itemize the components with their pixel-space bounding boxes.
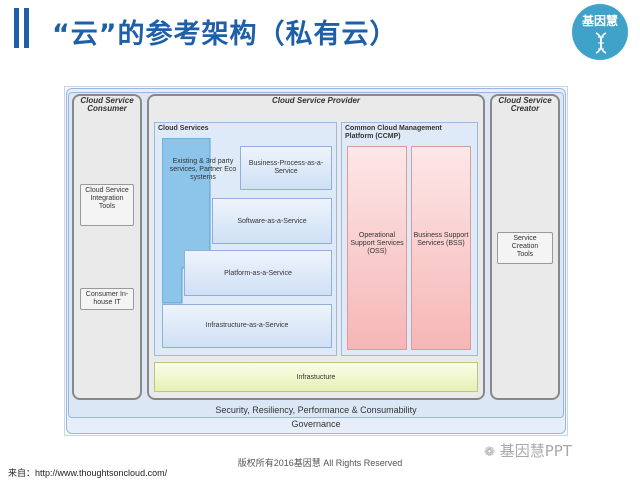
existing-services-label: Existing & 3rd party services, Partner E… <box>169 158 237 181</box>
creator-title: Cloud Service Creator <box>498 96 552 113</box>
in-house-it-label: Consumer In-house IT <box>85 291 129 306</box>
ccmp-title: Common Cloud Management Platform (CCMP) <box>345 125 442 140</box>
service-creation-tools-box <box>497 232 553 264</box>
bss-box <box>411 146 471 350</box>
paas-label: Platform-as-a-Service <box>224 270 292 277</box>
bss-label: Business Support Services (BSS) <box>413 232 469 247</box>
bpaas-label: Business-Process-as-a-Service <box>248 160 324 175</box>
wechat-icon: ❁ <box>484 445 495 460</box>
saas-box <box>212 198 332 244</box>
saas-label: Software-as-a-Service <box>237 218 307 225</box>
logo: 基因慧 <box>572 4 628 60</box>
security-label: Security, Resiliency, Performance & Cons… <box>215 405 417 415</box>
consumer-panel <box>72 94 142 400</box>
infrastructure-label: Infrastucture <box>296 374 336 381</box>
title-accent-bar <box>24 8 29 48</box>
governance-label: Governance <box>291 419 341 429</box>
consumer-title: Cloud Service Consumer <box>80 96 134 113</box>
watermark: ❁ 基因慧PPT <box>484 440 572 461</box>
title-accent-bar <box>14 8 19 48</box>
in-house-it-box <box>80 288 134 310</box>
copyright-text: 版权所有2016基因慧 All Rights Reserved <box>237 458 403 468</box>
provider-title: Cloud Service Provider <box>271 96 361 105</box>
source-link[interactable]: 来自：http://www.thoughtsoncloud.com/ <box>8 468 168 478</box>
dna-icon <box>595 32 607 54</box>
bpaas-box <box>240 146 332 190</box>
cloud-services-title: Cloud Services <box>158 125 209 132</box>
logo-text: 基因慧 <box>581 14 618 28</box>
iaas-label: Infrastructure-as-a-Service <box>205 322 289 329</box>
page-title: “云”的参考架构（私有云） <box>52 19 398 50</box>
service-creation-tools-label: Service Creation Tools <box>511 235 539 258</box>
oss-box <box>347 146 407 350</box>
paas-box <box>184 250 332 296</box>
integration-tools-box <box>80 184 134 226</box>
integration-tools-label: Cloud Service Integration Tools <box>85 187 129 210</box>
iaas-box <box>162 304 332 348</box>
infrastructure-box <box>154 362 478 392</box>
oss-label: Operational Support Services (OSS) <box>350 232 404 255</box>
watermark-text: 基因慧PPT <box>499 442 572 460</box>
